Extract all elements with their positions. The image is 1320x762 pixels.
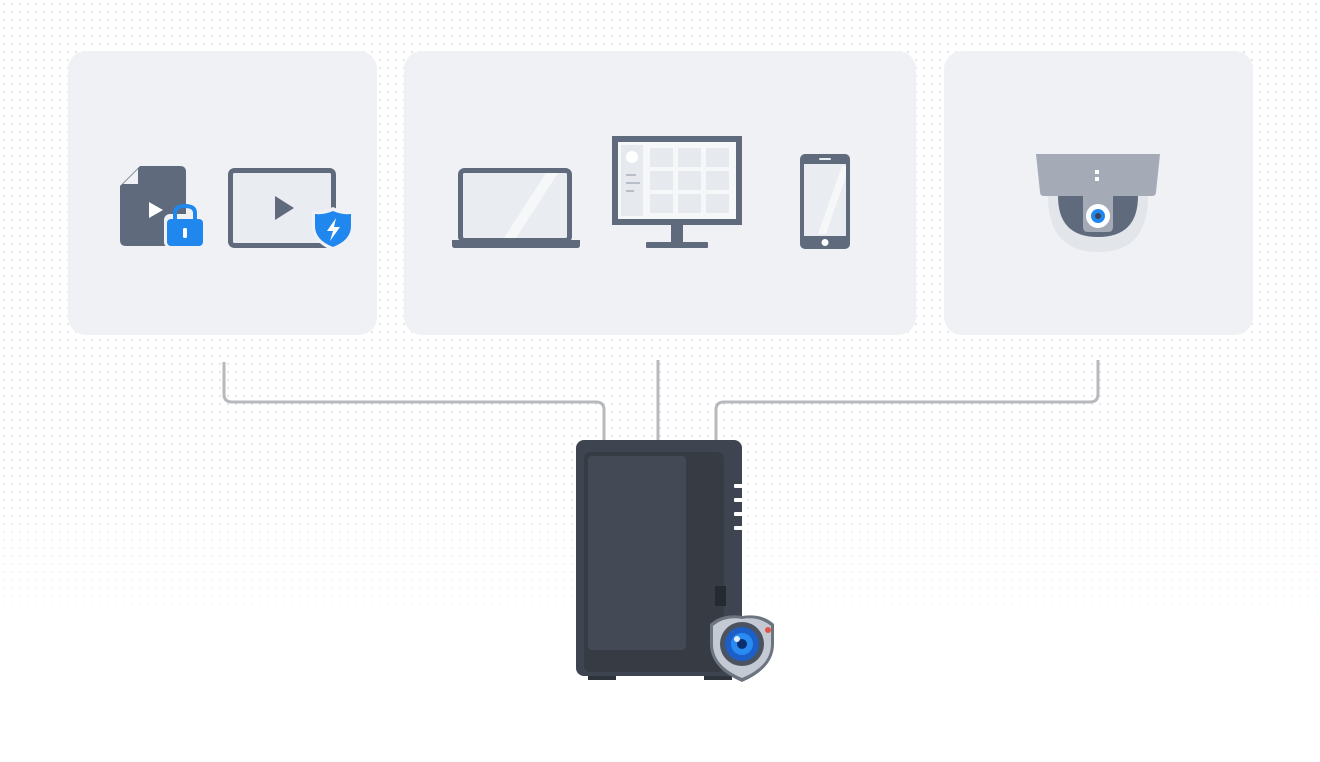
surveillance-panel [944,51,1253,335]
media-security-panel [68,51,377,335]
connector-right [714,360,1100,440]
desktop-monitor-icon [612,136,742,248]
protected-video-player-icon [228,168,354,251]
laptop-icon [452,168,580,248]
client-devices-panel [404,51,916,335]
locked-video-file-icon [120,166,204,248]
smartphone-icon [800,154,850,249]
nas-icon [576,440,774,682]
connector-left [222,362,606,440]
dome-camera-icon [1036,154,1160,252]
surveillance-badge-icon [710,615,774,682]
